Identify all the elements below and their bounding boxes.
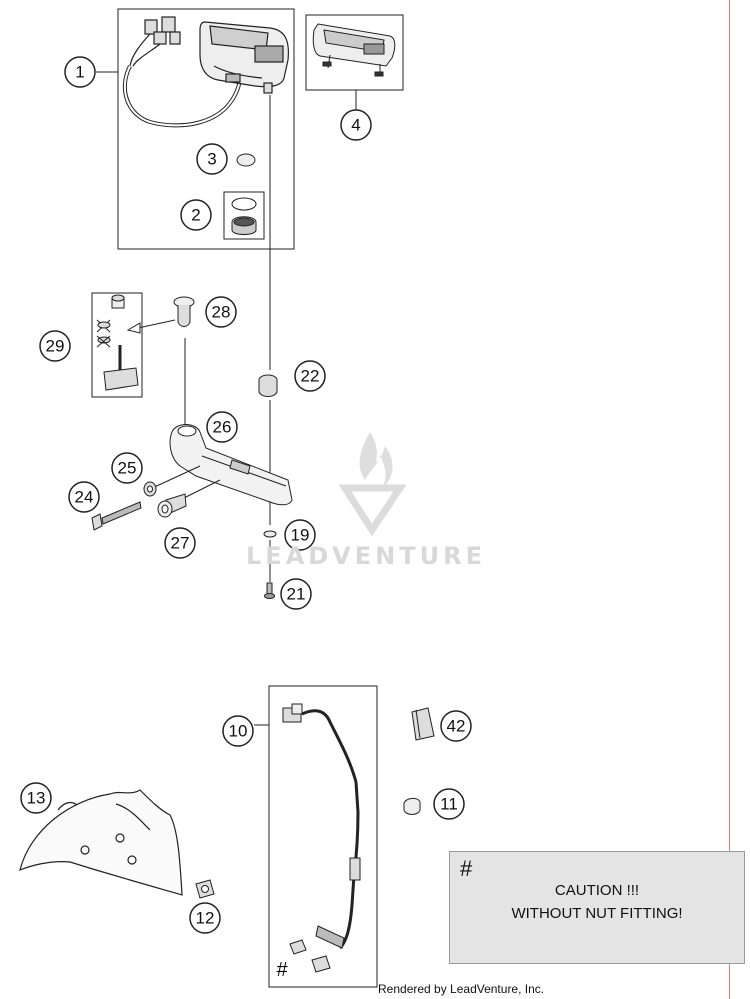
sensor-nut-hash-mark: # xyxy=(276,959,288,981)
svg-text:12: 12 xyxy=(196,909,215,928)
screw-part-24 xyxy=(91,501,142,531)
washer-part-25 xyxy=(143,481,157,497)
svg-text:26: 26 xyxy=(213,418,232,437)
caution-message: WITHOUT NUT FITTING! xyxy=(511,905,683,922)
guide-line-25 xyxy=(147,465,201,491)
svg-text:2: 2 xyxy=(191,206,200,225)
callout-25: 25 xyxy=(111,452,143,484)
svg-text:19: 19 xyxy=(291,526,310,545)
svg-text:13: 13 xyxy=(27,789,46,808)
washer-part-19 xyxy=(263,530,277,538)
footer-credit: Rendered by LeadVenture, Inc. xyxy=(378,982,545,996)
spacer-part-27 xyxy=(157,493,187,518)
callout-10: 10 xyxy=(222,715,254,747)
disc-guard-part-13 xyxy=(19,789,183,896)
nut-sensor-1 xyxy=(289,939,307,955)
speedometer-cover-part-4 xyxy=(312,23,396,77)
svg-text:11: 11 xyxy=(440,795,458,814)
clip-part-42 xyxy=(411,707,435,741)
caution-hash-mark: # xyxy=(460,856,473,881)
svg-text:25: 25 xyxy=(118,459,137,478)
rubber-cap-part-3 xyxy=(236,153,256,167)
group-box-part-29 xyxy=(91,292,143,398)
callout-24: 24 xyxy=(68,481,100,513)
callout-27: 27 xyxy=(164,527,196,559)
watermark-logo xyxy=(338,432,407,537)
mounting-kit-part-29 xyxy=(96,294,139,391)
callout-12: 12 xyxy=(189,902,221,934)
callout-28: 28 xyxy=(205,296,237,328)
grommet-part-22 xyxy=(258,374,278,397)
svg-text:4: 4 xyxy=(351,116,360,135)
svg-text:24: 24 xyxy=(75,488,94,507)
screw-part-21 xyxy=(264,582,275,599)
bracket-part-26 xyxy=(169,424,293,506)
nut-sensor-2 xyxy=(311,955,331,973)
caution-note-box: # CAUTION !!! WITHOUT NUT FITTING! xyxy=(449,851,745,964)
pointer-arrow-28-to-29 xyxy=(126,319,176,334)
svg-text:1: 1 xyxy=(75,63,84,82)
nut-part-12 xyxy=(195,879,215,899)
svg-text:3: 3 xyxy=(207,150,216,169)
svg-text:22: 22 xyxy=(301,367,320,386)
svg-text:27: 27 xyxy=(171,534,190,553)
group-box-sensor xyxy=(268,685,378,988)
svg-text:28: 28 xyxy=(212,303,231,322)
cable-clip-part-11 xyxy=(403,797,421,815)
seal-part-2 xyxy=(231,197,257,235)
group-box-speedometer-cover xyxy=(305,14,404,91)
caution-title: CAUTION !!! xyxy=(554,882,640,899)
speed-sensor-part-10 xyxy=(282,703,361,950)
callout-4: 4 xyxy=(340,109,372,141)
callout-13: 13 xyxy=(20,782,52,814)
callout-22: 22 xyxy=(294,360,326,392)
group-box-speedometer xyxy=(117,8,295,250)
callout-11: 11 xyxy=(433,788,465,820)
watermark-text: LEADVENTURE xyxy=(246,542,486,570)
inset-box-part-2 xyxy=(223,191,265,240)
callout-42: 42 xyxy=(440,710,472,742)
svg-text:10: 10 xyxy=(229,722,248,741)
callout-2: 2 xyxy=(180,199,212,231)
callout-3: 3 xyxy=(196,143,228,175)
bushing-part-28 xyxy=(173,296,195,327)
speedometer-with-cable xyxy=(122,16,290,128)
leader-lines xyxy=(96,71,357,726)
callout-29: 29 xyxy=(39,330,71,362)
page-edge-rule xyxy=(729,0,730,999)
callout-19: 19 xyxy=(284,519,316,551)
callout-1: 1 xyxy=(64,56,96,88)
svg-text:29: 29 xyxy=(46,337,65,356)
svg-text:21: 21 xyxy=(287,585,306,604)
svg-text:42: 42 xyxy=(447,717,466,736)
callout-21: 21 xyxy=(280,578,312,610)
callout-26: 26 xyxy=(206,411,238,443)
